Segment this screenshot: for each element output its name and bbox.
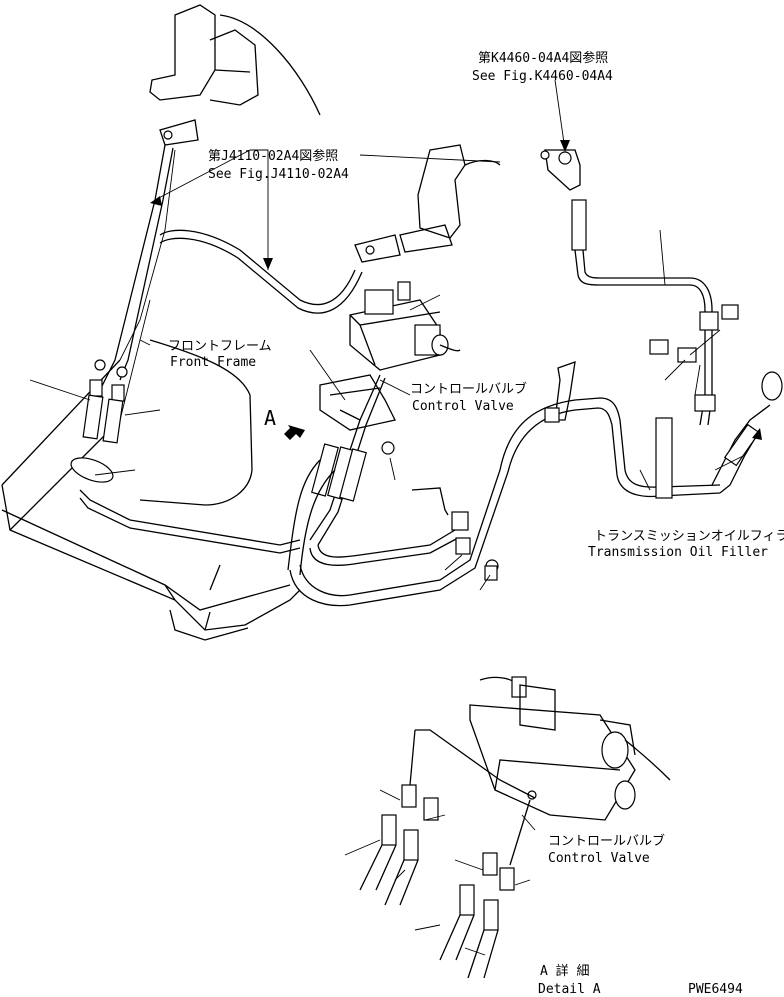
ref-j4110-en: See Fig.J4110-02A4 — [208, 167, 349, 182]
trans-oil-filler-en: Transmission Oil Filler — [588, 545, 768, 560]
control-valve-en: Control Valve — [412, 399, 514, 414]
detail-control-valve-en: Control Valve — [548, 851, 650, 866]
ref-k4460-ja: 第K4460-04A4図参照 — [478, 50, 608, 66]
detail-leader-lines — [344, 789, 536, 956]
leader-lines — [29, 79, 746, 591]
detail-control-valve-ja: コントロールバルブ — [548, 833, 665, 849]
control-valve-ja: コントロールバルブ — [410, 381, 527, 397]
arrow-heads — [150, 140, 762, 440]
pipe-clamps — [411, 361, 673, 581]
detail-a-valve — [469, 676, 671, 821]
callout-labels: 第K4460-04A4図参照 See Fig.K4460-04A4 第J4110… — [168, 50, 784, 997]
hydraulic-lines — [79, 144, 363, 554]
trans-oil-filler-ja: トランスミッションオイルフィラ — [594, 529, 784, 544]
ref-k4460-en: See Fig.K4460-04A4 — [472, 69, 613, 84]
front-frame-en: Front Frame — [170, 355, 256, 370]
front-frame-ja: フロントフレーム — [168, 339, 272, 354]
control-valve-main — [319, 281, 461, 455]
filler-line — [540, 149, 783, 494]
return-pipe — [289, 397, 721, 607]
detail-a-ja: A 詳 細 — [540, 963, 589, 979]
left-hose-fittings — [70, 359, 128, 483]
drawing-number: PWE6494 — [688, 982, 743, 997]
front-frame — [1, 149, 301, 641]
hoses-to-valve — [287, 374, 386, 576]
ref-j4110-ja: 第J4110-02A4図参照 — [208, 148, 338, 164]
detail-a-en: Detail A — [538, 982, 601, 997]
view-a-arrow — [284, 425, 305, 440]
upper-bracket — [149, 4, 321, 146]
right-bracket — [354, 144, 501, 263]
view-a-label: A — [264, 406, 276, 430]
detail-a-fittings — [359, 729, 536, 979]
